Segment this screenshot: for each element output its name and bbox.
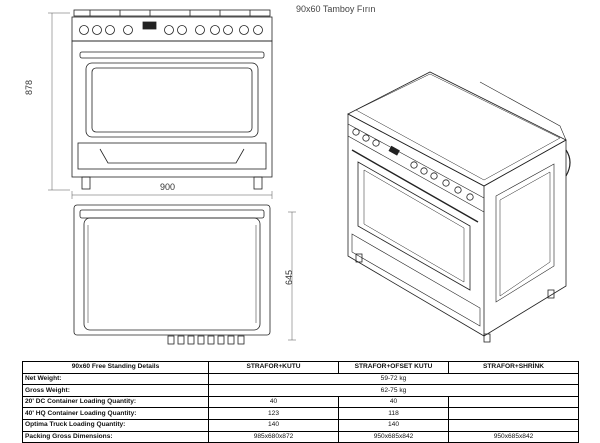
page-title: 90x60 Tamboy Fırın — [296, 4, 376, 14]
row-label: 20' DC Container Loading Quantity: — [22, 395, 209, 409]
row-value: 118 — [338, 407, 449, 420]
row-value: 140 — [338, 418, 449, 432]
row-label: Net Weight: — [22, 372, 209, 386]
row-value: 62-75 kg — [208, 384, 579, 397]
table-row: Gross Weight: 62-75 kg — [22, 384, 579, 397]
depth-dimension: 645 — [284, 269, 294, 285]
table-row: 20' DC Container Loading Quantity: 40 40 — [22, 395, 579, 409]
oven-technical-drawing — [48, 9, 571, 345]
front-knobs — [79, 25, 263, 35]
row-label: 40' HQ Container Loading Quantity: — [22, 407, 209, 420]
row-label: Gross Weight: — [22, 384, 209, 397]
row-value: 59-72 kg — [208, 372, 579, 386]
front-view — [48, 9, 273, 199]
row-value: 950x685x842 — [448, 430, 579, 443]
table-row: 40' HQ Container Loading Quantity: 123 1… — [22, 407, 579, 420]
specs-table: 90x60 Free Standing Details STRAFOR+KUTU… — [22, 361, 579, 443]
table-row: Net Weight: 59-72 kg — [22, 372, 579, 386]
perspective-knobs — [352, 128, 474, 201]
table-row: Packing Gross Dimensions: 985x680x872 95… — [22, 430, 579, 443]
height-dimension: 878 — [24, 79, 34, 95]
row-value: 140 — [208, 418, 339, 432]
width-dimension: 900 — [160, 182, 176, 192]
row-value — [448, 395, 579, 409]
top-view-knobs — [167, 335, 245, 345]
row-value: 40 — [338, 395, 449, 409]
row-value: 950x685x842 — [338, 430, 449, 443]
perspective-view — [347, 71, 571, 343]
row-label: Optima Truck Loading Quantity: — [22, 418, 209, 432]
table-row: Optima Truck Loading Quantity: 140 140 — [22, 418, 579, 432]
specs-header-col: STRAFOR+SHRİNK — [448, 361, 579, 374]
row-label: Packing Gross Dimensions: — [22, 430, 209, 443]
row-value — [448, 418, 579, 432]
specs-header-title: 90x60 Free Standing Details — [22, 361, 209, 374]
row-value: 40 — [208, 395, 339, 409]
specs-header-col: STRAFOR+KUTU — [208, 361, 339, 374]
row-value — [448, 407, 579, 420]
specs-header-col: STRAFOR+OFSET KUTU — [338, 361, 449, 374]
row-value: 123 — [208, 407, 339, 420]
top-view — [73, 204, 296, 345]
specs-header-row: 90x60 Free Standing Details STRAFOR+KUTU… — [22, 361, 579, 374]
row-value: 985x680x872 — [208, 430, 339, 443]
